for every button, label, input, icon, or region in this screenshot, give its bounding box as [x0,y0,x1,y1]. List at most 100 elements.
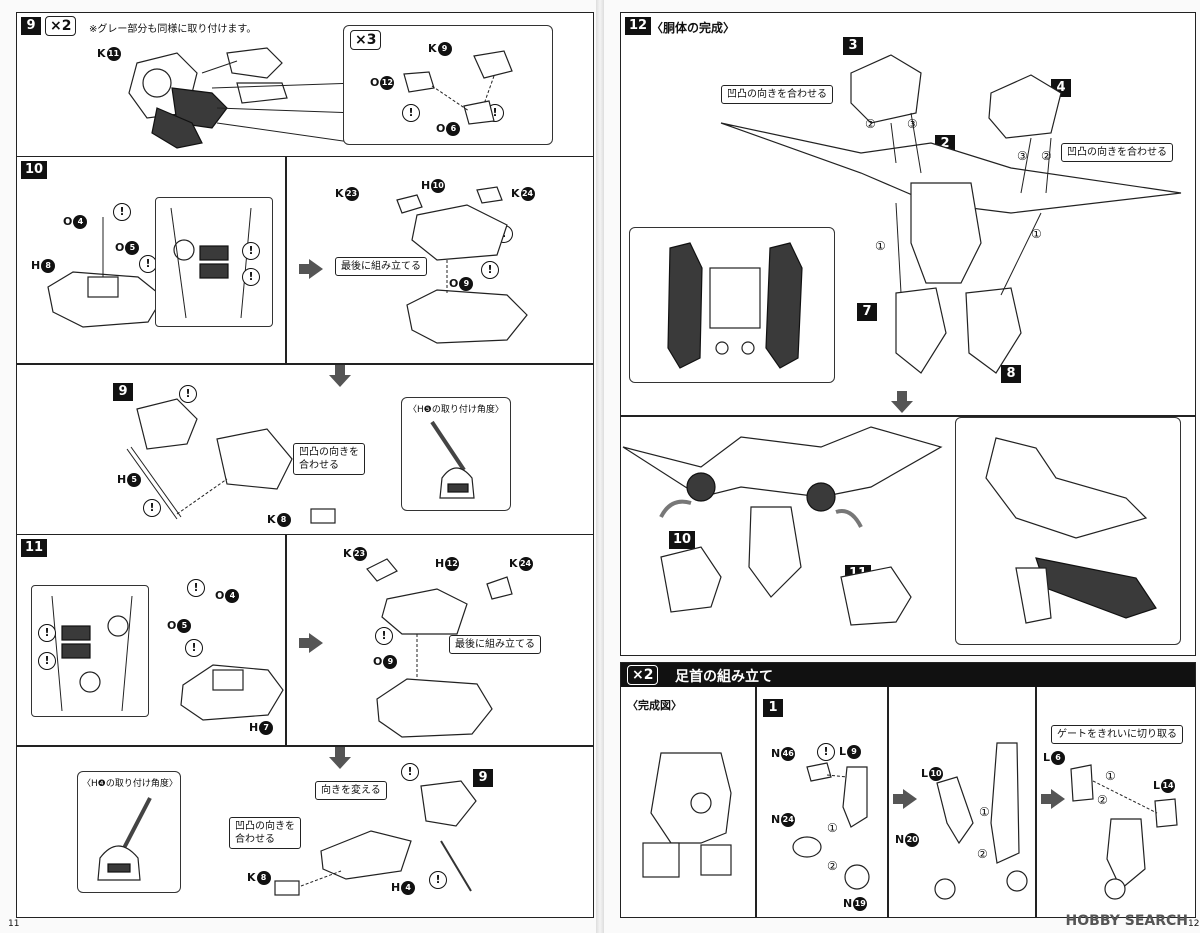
warning-icon: ! [401,763,419,781]
ankle-step-1: 1 [763,699,783,717]
h5-angle-drawing [430,420,475,499]
step-11-number: 11 [21,539,48,557]
h5-angle-panel: 〈H❺の取り付け角度〉 [401,397,511,511]
marker-8: 8 [1001,365,1021,383]
divider [285,157,287,363]
h4-angle-panel: 〈H❹の取り付け角度〉 [77,771,181,893]
step-11-leg-assembly [274,780,477,896]
step-9-number: 9 [21,17,41,35]
watermark: HOBBY SEARCH [1065,913,1188,929]
divider [887,687,889,917]
circled-1: ① [1031,227,1042,241]
assemble-last-callout: 最後に組み立てる [335,257,427,276]
step-11-detail-drawing [51,595,133,712]
divider [285,535,287,745]
warning-icon: ! [242,268,260,286]
warning-icon: ! [429,871,447,889]
align-notch-right: 凹凸の向きを合わせる [1061,143,1173,162]
circled-2: ② [827,859,838,873]
step-9-sub-multiplier: ×3 [350,30,382,50]
ankle-multiplier: ×2 [627,665,659,685]
circled-2: ② [1097,793,1108,807]
warning-icon: ! [402,104,420,122]
body-assembly-drawing [720,54,1182,374]
circled-3: ③ [1017,149,1028,163]
circled-1: ① [1105,769,1116,783]
step-12-title: 〈胴体の完成〉 [651,21,736,35]
warning-icon: ! [187,579,205,597]
divider [621,415,1195,417]
step-10-number: 10 [21,161,48,179]
circled-1: ① [979,805,990,819]
warning-icon: ! [38,652,56,670]
warning-icon: ! [242,242,260,260]
circled-2: ② [865,117,876,131]
warning-icon: ! [143,499,161,517]
page-number: 11 [8,919,20,929]
page-number: 12 [1188,919,1200,929]
step-9-arm-drawing [128,47,358,149]
right-page: 12 〈胴体の完成〉 3 4 2 7 8 凹凸の向きを合わせる 凹凸の向きを合わ… [604,0,1200,933]
step-10-hull-right [396,186,528,344]
step-9-multiplier: ×2 [45,16,77,36]
completed-body-drawing [985,437,1157,624]
ankle-step-2-parts [934,742,1028,900]
complete-view-label: 〈完成図〉 [627,699,682,712]
sub-step-9: 9 [473,769,493,787]
step-11-hull-right [366,558,513,738]
circled-1: ① [827,821,838,835]
step-10-detail-drawing [170,207,252,319]
divider [755,687,757,917]
next-arrow [893,789,917,809]
next-arrow [299,259,323,279]
book-gutter [596,0,604,933]
warning-icon: ! [375,627,393,645]
align-notch-callout: 凹凸の向きを 合わせる [229,817,301,849]
step-12-number: 12 [625,17,652,35]
circled-3: ③ [907,117,918,131]
circled-1: ① [875,239,886,253]
step-11-detail: ! ! [31,585,149,717]
change-direction-callout: 向きを変える [315,781,387,800]
step-12-panel: 12 〈胴体の完成〉 3 4 2 7 8 凹凸の向きを合わせる 凹凸の向きを合わ… [620,12,1196,656]
back-view-detail [629,227,835,383]
down-arrow [329,747,351,769]
warning-icon: ! [481,261,499,279]
align-notch-left: 凹凸の向きを合わせる [721,85,833,104]
marker-7: 7 [857,303,877,321]
warning-icon: ! [817,743,835,761]
h4-angle-title: 〈H❹の取り付け角度〉 [82,779,178,789]
align-notch-callout: 凹凸の向きを 合わせる [293,443,365,475]
step-11-hull-left [180,664,284,721]
step-9-note: ※グレー部分も同様に取り付けます。 [89,24,257,35]
h4-angle-drawing [97,797,152,881]
marker-3: 3 [843,37,863,55]
ankle-title: 足首の組み立て [675,669,773,685]
circled-2: ② [977,847,988,861]
back-view-drawing [667,242,803,369]
ankle-step-1-parts [792,762,870,890]
